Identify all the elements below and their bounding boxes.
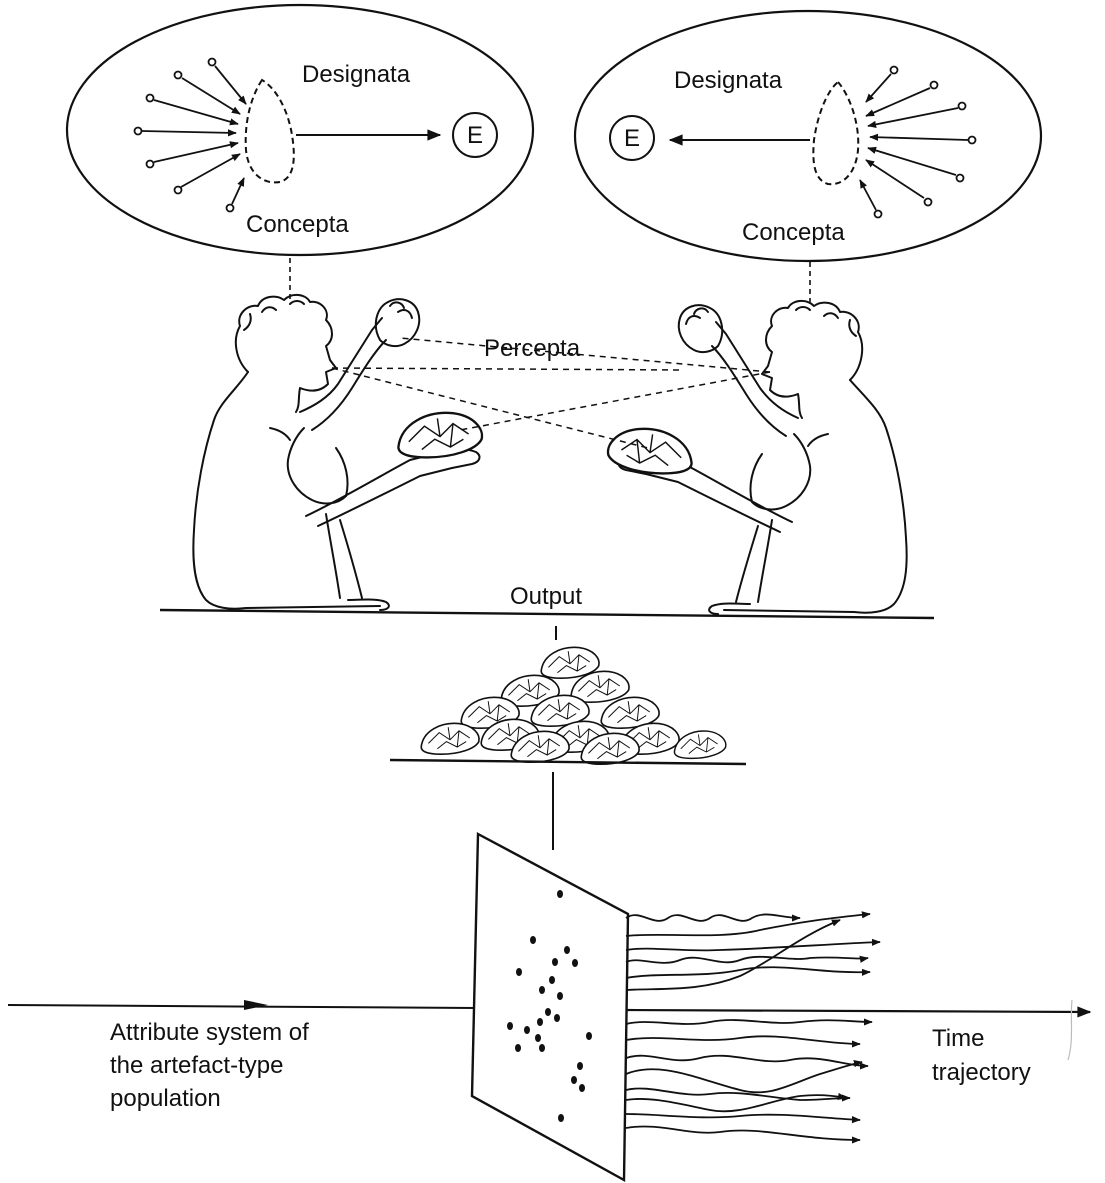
- pile-ground-line: [389, 758, 747, 766]
- right-concept-blob: [812, 80, 860, 186]
- attribute-system-line1: Attribute system of: [110, 1019, 309, 1046]
- percepta-label: Percepta: [484, 335, 581, 362]
- attribute-plane: [470, 832, 630, 1183]
- attribute-points: [507, 890, 592, 1122]
- time-axis-arrowhead-left: [244, 1000, 268, 1010]
- time-trajectories: [625, 911, 1092, 1144]
- left-hammerstone: [374, 298, 421, 348]
- right-figure: [617, 300, 908, 615]
- left-e-symbol: E: [467, 122, 483, 149]
- right-ellipse: [573, 9, 1043, 263]
- attribute-system-line2: the artefact-type: [110, 1052, 283, 1079]
- left-designata-label: Designata: [302, 61, 411, 88]
- output-label: Output: [510, 583, 582, 610]
- artefact-pile: [420, 646, 727, 766]
- left-thought-bubble: E Designata Concepta: [65, 3, 535, 257]
- time-axis-incoming: [7, 1004, 476, 1009]
- left-concept-arrows: [133, 57, 247, 213]
- right-concepta-label: Concepta: [742, 219, 845, 246]
- ground-line: [159, 608, 935, 620]
- right-hammerstone: [677, 304, 724, 354]
- right-e-symbol: E: [624, 125, 640, 152]
- left-figure: [192, 294, 481, 611]
- right-concept-arrows: [859, 65, 977, 219]
- left-ellipse: [65, 3, 535, 257]
- attribute-system-line3: population: [110, 1085, 221, 1112]
- right-e-circle: [609, 115, 655, 161]
- main-time-axis: [625, 1006, 1092, 1018]
- left-concepta-label: Concepta: [246, 211, 349, 238]
- time-trajectory-line2: trajectory: [932, 1059, 1031, 1086]
- time-trajectory-line1: Time: [932, 1025, 984, 1052]
- left-concept-blob: [244, 78, 295, 184]
- right-thought-bubble: E Designata Concepta: [573, 9, 1043, 263]
- percepta-sight-lines: [331, 337, 771, 449]
- left-e-circle: [452, 112, 498, 158]
- right-designata-label: Designata: [674, 67, 783, 94]
